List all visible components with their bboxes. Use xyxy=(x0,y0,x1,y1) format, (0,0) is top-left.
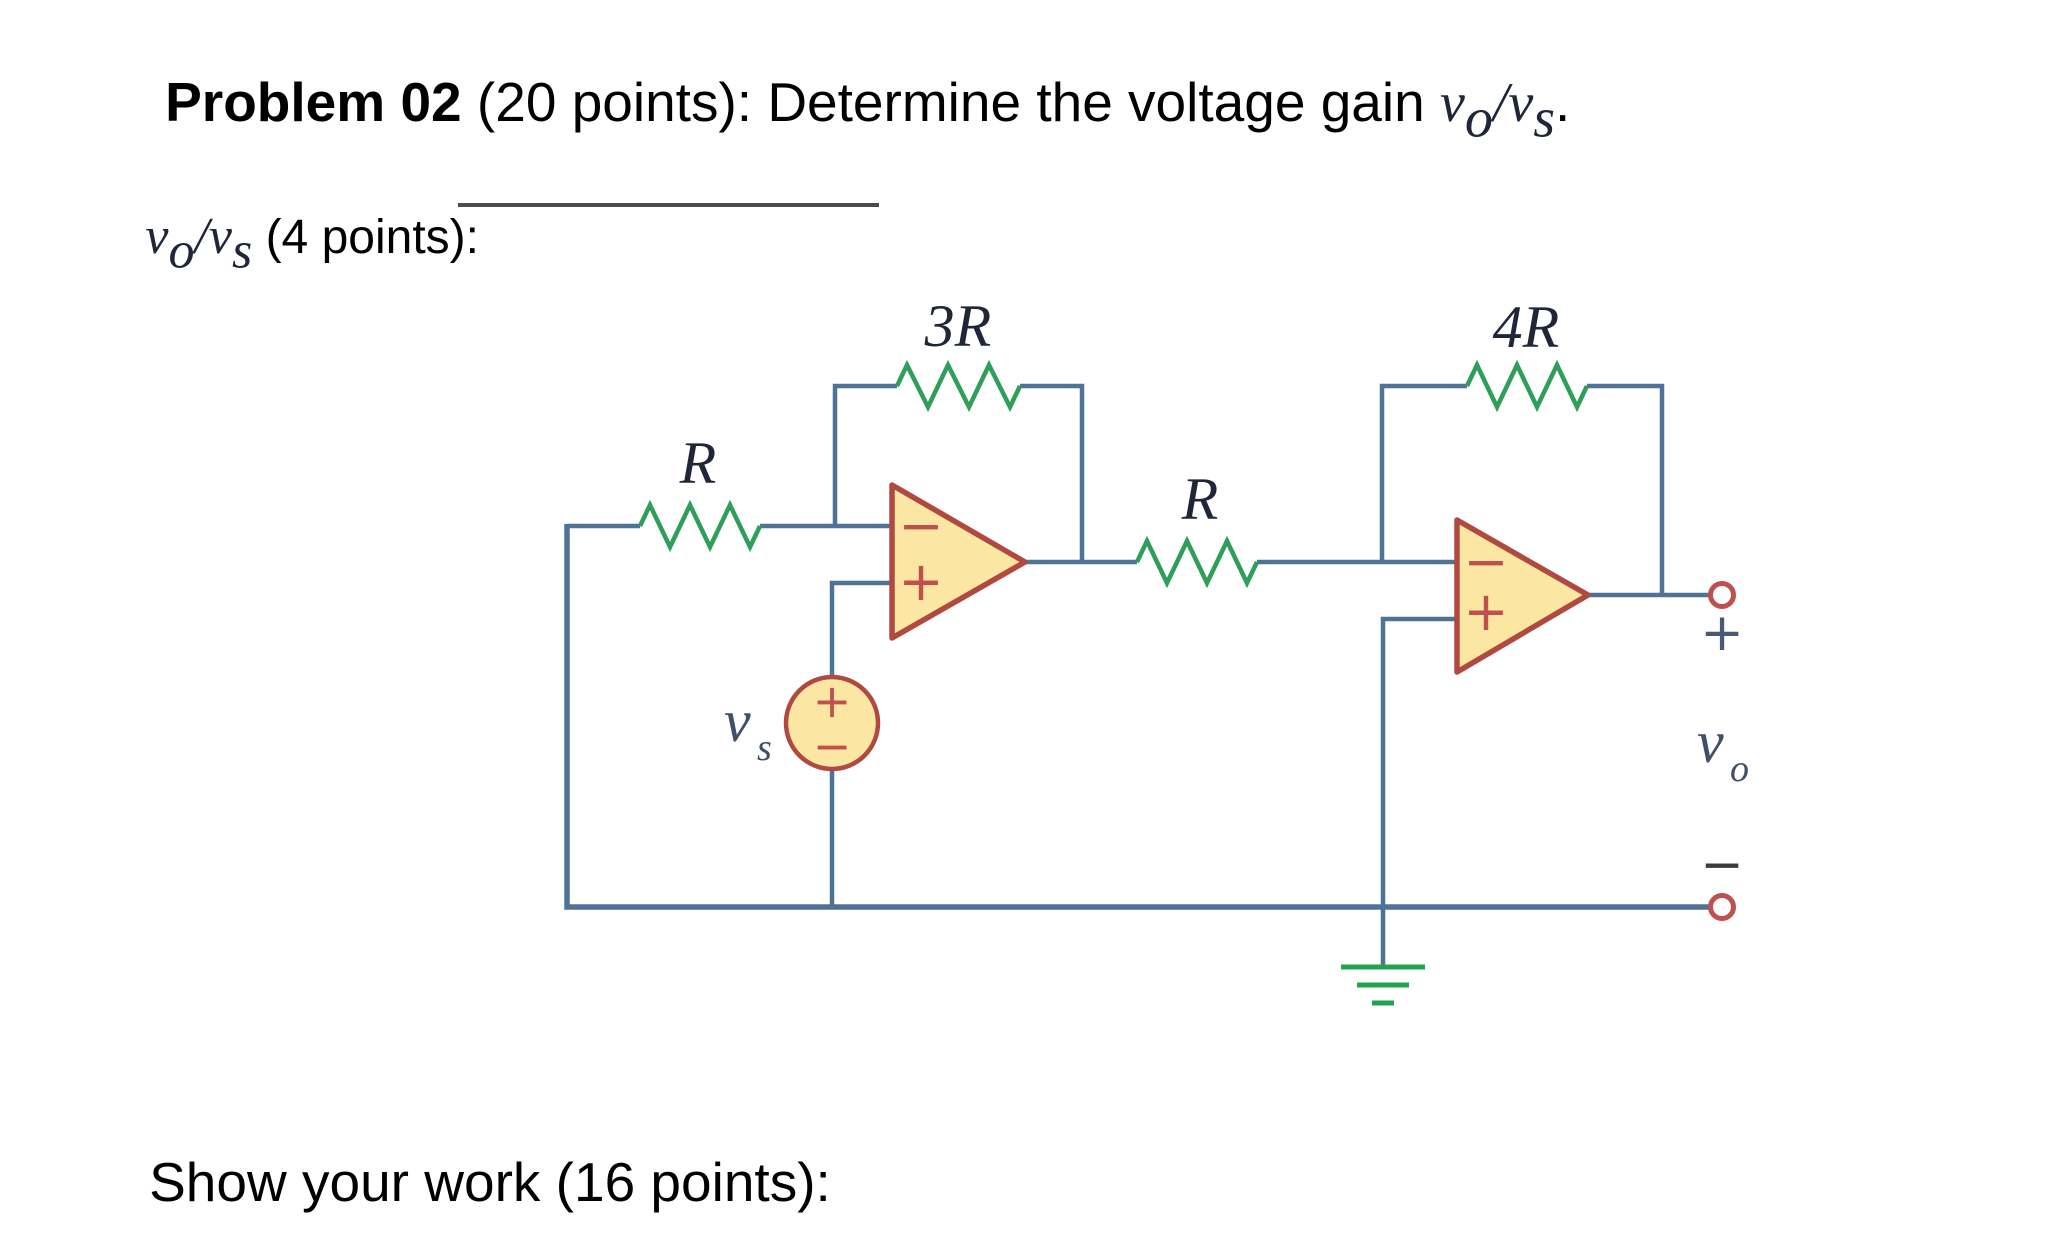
answer-line: vo/vs (4 points): xyxy=(92,150,492,339)
vs-source-minus-icon: − xyxy=(813,719,852,773)
output-terminal-plus xyxy=(1708,581,1736,609)
answer-vs: v xyxy=(208,208,232,265)
problem-number: Problem 02 xyxy=(165,71,462,133)
output-minus-sign: − xyxy=(1700,835,1744,895)
resistor-mid-R-zigzag xyxy=(1134,535,1260,589)
wire-opamp1-plus-input xyxy=(829,580,892,679)
opamp2-triangle xyxy=(1454,517,1591,675)
label-vs: v xyxy=(724,688,751,754)
label-vs-sub: s xyxy=(757,727,772,769)
label-4R: 4R xyxy=(1493,294,1560,360)
label-vo-sub: o xyxy=(1730,748,1749,790)
wire-feedback1-loop xyxy=(832,383,1085,564)
opamp2-plus-icon: + xyxy=(1463,580,1508,643)
title-vo: v xyxy=(1439,72,1465,134)
output-terminal-minus xyxy=(1708,893,1736,921)
vs-source-plus-icon: + xyxy=(813,674,852,728)
problem-title: Problem 02 (20 points): Determine the vo… xyxy=(104,12,1570,209)
resistor-3R-zigzag xyxy=(894,359,1023,413)
answer-vs-sub: s xyxy=(231,222,253,280)
answer-points-label: (4 points): xyxy=(252,211,493,264)
answer-blank-line xyxy=(458,203,879,207)
label-3R: 3R xyxy=(924,293,992,359)
output-plus-sign: + xyxy=(1700,603,1744,663)
answer-slash: / xyxy=(194,208,209,265)
vs-source-circle xyxy=(783,674,881,772)
label-mid-R: R xyxy=(1181,466,1219,532)
opamp1-plus-icon: + xyxy=(898,550,943,613)
label-input-R: R xyxy=(679,430,717,496)
label-vo: v xyxy=(1697,709,1724,775)
title-period: . xyxy=(1555,71,1571,133)
resistor-input-R-zigzag xyxy=(637,499,763,553)
wire-left-vertical-and-bottom-rail xyxy=(564,524,1710,910)
title-slash: / xyxy=(1492,72,1509,134)
opamp2-minus-icon: − xyxy=(1463,530,1508,593)
title-vs: v xyxy=(1508,72,1534,134)
wire-feedback2-loop xyxy=(1379,383,1665,597)
title-points-prompt: (20 points): Determine the voltage gain xyxy=(461,71,1440,133)
show-work-text: Show your work (16 points): xyxy=(149,1151,831,1213)
wire-opamp2-plus-input-to-ground xyxy=(1380,616,1457,967)
answer-vo: v xyxy=(145,208,169,265)
opamp1-triangle xyxy=(889,482,1028,641)
show-work-label: Show your work (16 points): xyxy=(88,1092,831,1243)
opamp1-minus-icon: − xyxy=(898,494,943,557)
title-vo-sub: o xyxy=(1464,87,1493,150)
title-vs-sub: s xyxy=(1533,87,1556,150)
answer-vo-sub: o xyxy=(168,222,195,280)
ground-icon xyxy=(1341,964,1425,1006)
resistor-4R-zigzag xyxy=(1464,359,1590,413)
